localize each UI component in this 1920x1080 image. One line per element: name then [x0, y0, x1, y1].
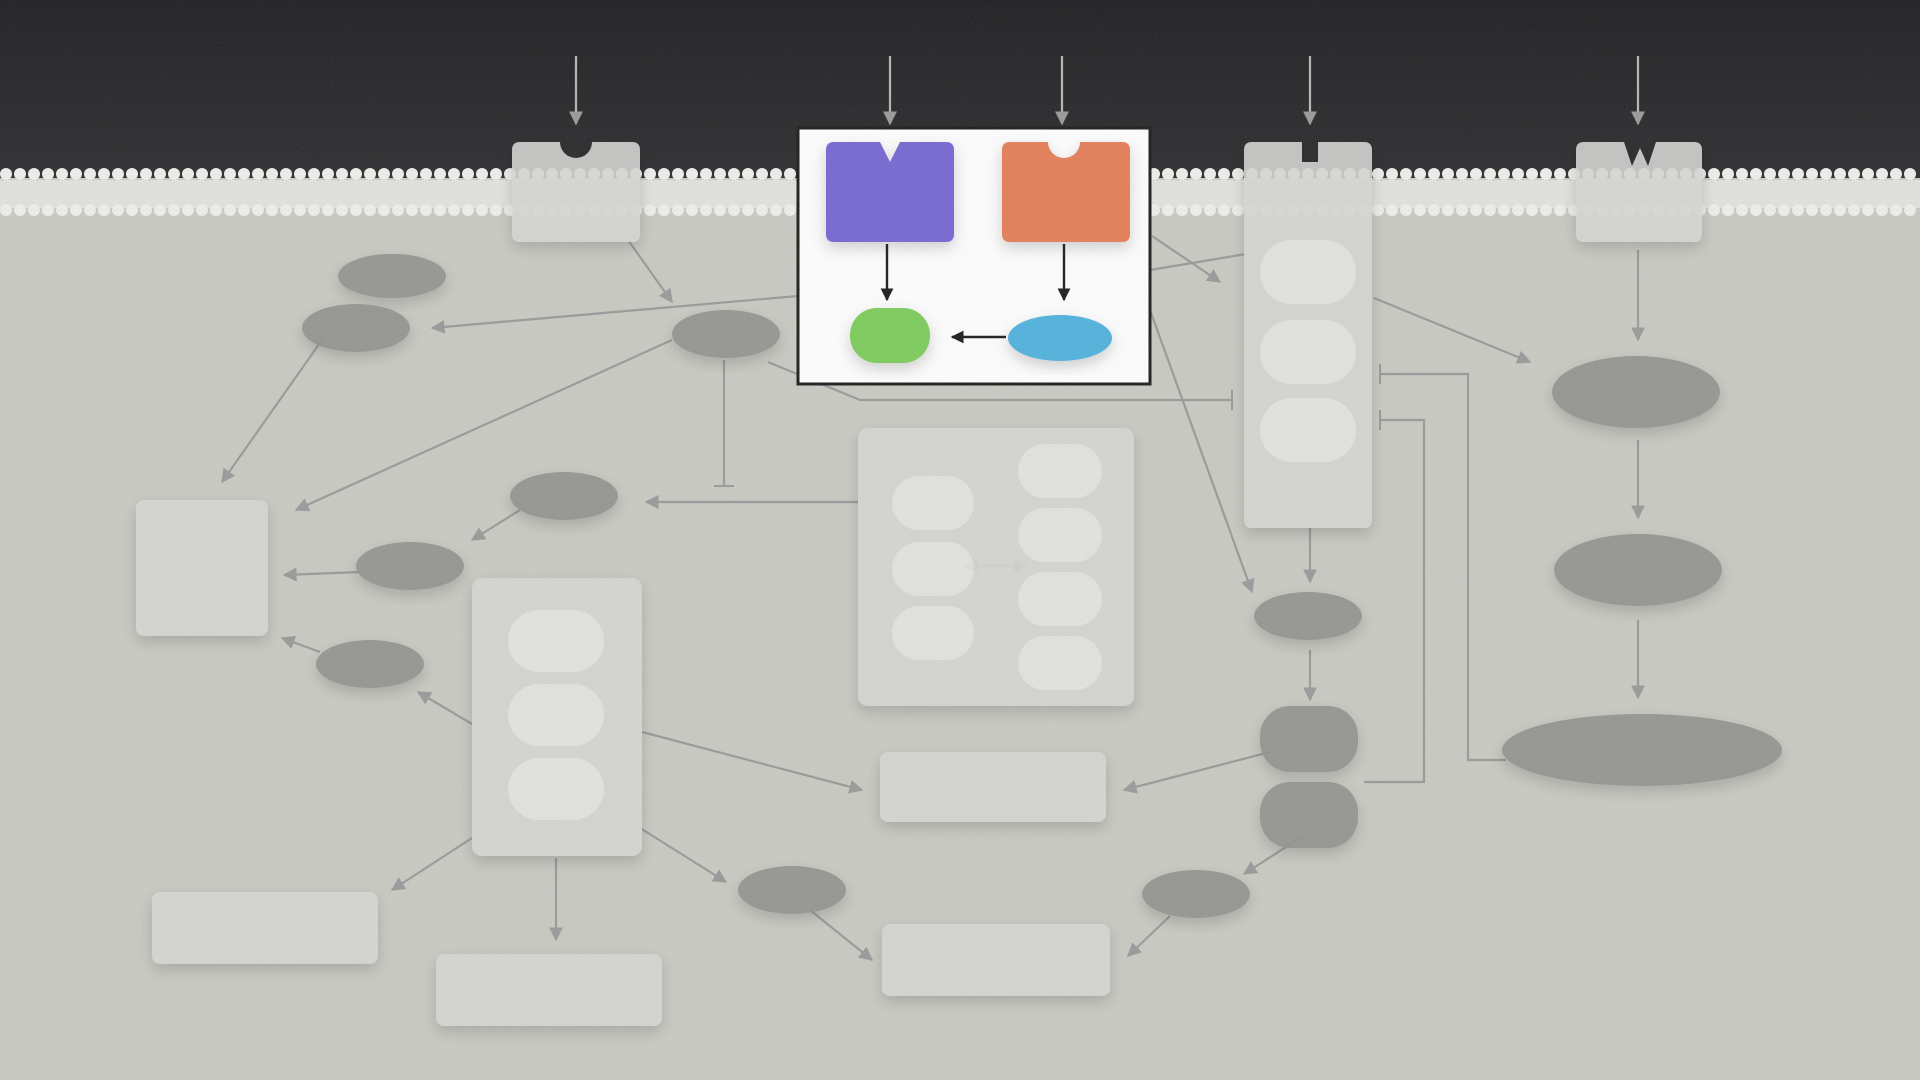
pathway-diagram-canvas: [0, 0, 1920, 1080]
grain-overlay: [0, 0, 1920, 1080]
signaling-pathway-diagram: [0, 0, 1920, 1080]
